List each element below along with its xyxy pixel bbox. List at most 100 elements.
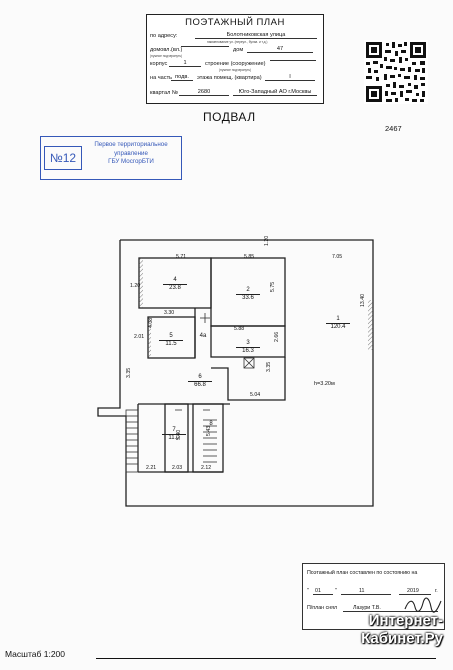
dimension-label: 3.35 [126,367,132,378]
room-number: 4 [163,277,187,285]
watermark-line-1: Интернет- [368,612,443,629]
part-label: на часть [150,75,173,81]
hatched-wall-left [139,258,143,308]
korpus-label: корпус [150,61,168,67]
address-label: по адресу: [150,33,178,39]
stroenie-label: строение (сооружение) [205,61,266,67]
room-area: 33.6 [242,295,254,301]
height-label: h=3.20м [314,381,335,387]
room-area: 120.4 [330,324,346,330]
dimension-label: 2.12 [201,465,212,471]
note-year-line [399,594,431,595]
dimension-label: 5.88 [234,326,245,332]
staircase-left [125,409,139,473]
qr-code [364,40,428,104]
hatched-wall-right [368,300,373,350]
house-label: домовл.(вл.) [150,47,183,53]
dimension-label: 5.04 [250,392,261,398]
room-area: 16.3 [242,348,254,354]
sheet-number: 2467 [385,124,402,133]
dimension-label: 5.40 [176,429,182,440]
stroenie-value-line [270,60,316,61]
part-value: подв. [171,74,193,81]
dimension-label: 5.75 [270,281,276,292]
address-note: наименование ул. (переул., бульв. и т.д.… [207,40,268,44]
note-year-suffix: г. [435,588,438,594]
floor-label: этажа помещ. (квартира) [197,75,262,81]
room-number: 4а [199,333,207,339]
scale-ruler [96,658,436,659]
room-number: 3 [236,340,260,348]
room-number: 8 [209,421,213,427]
dom-value: 47 [247,46,313,53]
room-area: 11.0 [168,435,180,441]
watermark-line-2: Кабинет.Ру [361,630,443,647]
dimension-label: 2.21 [146,465,157,471]
dimension-label: 1.20 [130,283,141,289]
address-value: Болотниковская улица [195,32,317,39]
hatched-wall-room5 [148,317,151,358]
room-number: 1 [326,316,350,324]
note-month-line [341,594,391,595]
note-year: 2019 [407,588,419,594]
room-area: 23.8 [169,285,181,291]
note-surveyor-line [343,611,438,612]
note-line-1: Поэтажный план составлен по состоянию на [307,570,418,576]
room-label-8: 8 [199,421,223,428]
signature-image [404,597,442,613]
ventilation-box [243,357,255,369]
dimension-label: 5.43 [206,425,212,436]
room-area: 66.8 [194,382,206,388]
floor-name: ПОДВАЛ [203,110,256,124]
room-6-boundary [211,357,286,401]
stroenie-note: (нужное подчеркнуть) [219,68,252,72]
plan-title: ПОЭТАЖНЫЙ ПЛАН [185,17,285,28]
survey-note-box: Поэтажный план составлен по состоянию на… [302,563,445,630]
dimension-label: 4.08 [148,317,154,328]
house-value-line [181,46,229,47]
house-note: (нужное подчеркнуть) [150,54,183,58]
district-value: Юго-Западный АО г.Москвы [233,89,317,96]
dimension-label: 3.30 [164,310,175,316]
stamp-line-1: Первое территориальное [94,141,168,148]
stamp-line-2: управление [114,149,148,157]
floor-plan-header: ПОЭТАЖНЫЙ ПЛАН по адресу: Болотниковская… [146,14,324,104]
room-number: 7 [162,427,186,435]
scale-label: Масштаб 1:200 [5,649,65,659]
dimension-label: 1.20 [264,235,270,246]
room-number: 2 [236,287,260,295]
note-month: 11 [359,588,365,594]
dimension-label: 13.40 [360,294,366,307]
bti-stamp: №12 Первое территориальное управление ГБ… [40,136,182,180]
staircase-room8 [203,419,217,463]
room-label-4: 4а [191,333,215,340]
watermark: Интернет- Кабинет.Ру [318,612,443,648]
stamp-number: №12 [44,146,82,170]
room-area: 11.5 [165,341,177,347]
kvartal-value: 2680 [179,89,229,96]
dimension-label: 2.01 [134,334,145,340]
dimension-label: 5.85 [244,254,255,260]
room-number: 6 [188,374,212,382]
room-number: 5 [159,333,183,341]
note-day-line [313,594,333,595]
stamp-line-3: ГБУ МосгорБТИ [108,158,154,165]
dimension-label: 3.35 [266,361,272,372]
korpus-value: 1 [169,60,201,67]
kvartal-label: квартал № [150,90,178,96]
dimension-label: 2.03 [172,465,183,471]
dimension-label: 2.66 [274,331,280,342]
room-3-walls [210,325,286,358]
note-surveyor-name: Лазури Т.В. [353,605,381,611]
floor-value: I [265,74,315,81]
note-day: 01 [315,588,321,594]
dimension-label: 5.71 [176,254,187,260]
